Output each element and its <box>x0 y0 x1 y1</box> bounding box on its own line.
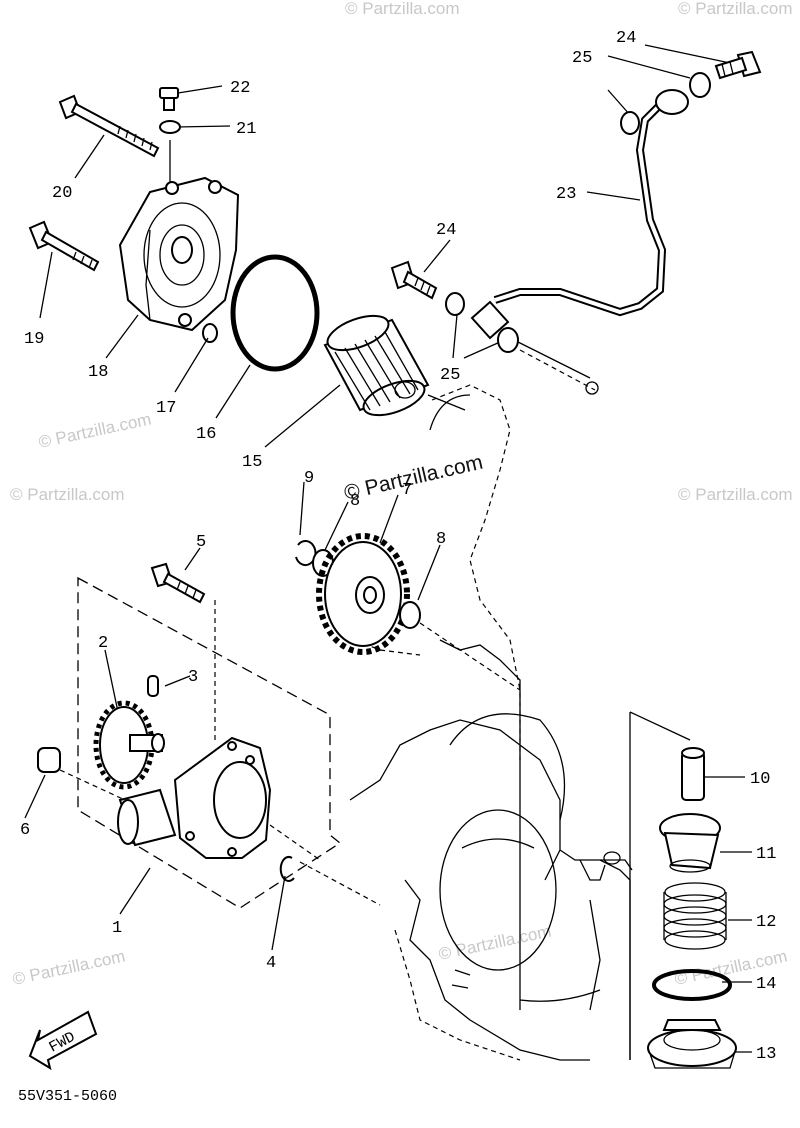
part-o-ring-17 <box>202 323 218 343</box>
leader-lines <box>24 44 752 1060</box>
callout-11: 11 <box>756 845 776 864</box>
watermark-text: © Partzilla.com <box>678 0 793 18</box>
part-gasket-25 <box>497 327 519 353</box>
part-o-ring-14 <box>652 969 732 1001</box>
part-gear-7 <box>316 533 410 655</box>
callout-24: 24 <box>616 29 636 48</box>
part-circlip-4 <box>279 855 295 882</box>
part-collar-10 <box>681 747 705 801</box>
callout-14: 14 <box>756 975 776 994</box>
callout-9: 9 <box>304 469 314 488</box>
callout-2: 2 <box>98 634 108 653</box>
callout-24: 24 <box>436 221 456 240</box>
part-oil-pipe-23 <box>470 89 689 340</box>
part-gear-2 <box>93 700 165 790</box>
callout-25: 25 <box>572 49 592 68</box>
watermark-text: © Partzilla.com <box>11 947 127 989</box>
part-bolt-22 <box>159 87 179 111</box>
callout-16: 16 <box>196 425 216 444</box>
part-pin-3 <box>147 675 159 697</box>
callout-8: 8 <box>350 492 360 511</box>
part-oil-filter-15 <box>323 314 430 417</box>
callout-8: 8 <box>436 530 446 549</box>
callout-12: 12 <box>756 913 776 932</box>
callout-22: 22 <box>230 79 250 98</box>
callout-labels: 1 2 3 4 5 6 7 8 8 9 10 11 12 13 14 15 16… <box>20 29 776 1064</box>
watermark-text: © Partzilla.com <box>678 485 793 504</box>
callout-13: 13 <box>756 1045 776 1064</box>
part-union-bolt-24 <box>714 50 762 80</box>
callout-25: 25 <box>440 366 460 385</box>
part-gasket-25 <box>620 111 640 135</box>
part-bolt-19 <box>28 220 100 272</box>
callout-21: 21 <box>236 120 256 139</box>
part-oil-pump-body <box>117 736 272 859</box>
part-dowel-6 <box>37 747 61 773</box>
watermark-text: © Partzilla.com <box>37 410 153 452</box>
part-washer-8 <box>399 601 421 629</box>
watermark-text: © Partzilla.com <box>345 0 460 18</box>
part-spring-12 <box>663 882 727 950</box>
part-gasket-25 <box>445 292 465 316</box>
callout-5: 5 <box>196 533 206 552</box>
fwd-arrow-icon: FWD <box>28 1010 98 1071</box>
part-long-bolt-20 <box>58 94 160 158</box>
callout-19: 19 <box>24 330 44 349</box>
part-gasket-25 <box>689 72 711 98</box>
callout-20: 20 <box>52 184 72 203</box>
part-plug-13 <box>647 1019 737 1069</box>
callout-1: 1 <box>112 919 122 938</box>
part-washer-21 <box>159 120 181 134</box>
callout-3: 3 <box>188 668 198 687</box>
watermark-center-text: © Partzilla.com <box>342 451 485 505</box>
part-bolt-5 <box>150 562 206 604</box>
callout-17: 17 <box>156 399 176 418</box>
crankcase-outline <box>349 384 633 1061</box>
diagram-code: 55V351-5060 <box>18 1088 117 1105</box>
callout-4: 4 <box>266 954 276 973</box>
part-o-ring-16 <box>230 254 320 372</box>
callout-18: 18 <box>88 363 108 382</box>
part-filter-cover-18 <box>118 176 240 332</box>
part-relief-cap-11 <box>659 813 721 873</box>
callout-10: 10 <box>750 770 770 789</box>
callout-15: 15 <box>242 453 262 472</box>
part-union-bolt-24 <box>390 260 438 300</box>
callout-7: 7 <box>402 481 412 500</box>
watermark-text: © Partzilla.com <box>10 485 125 504</box>
callout-6: 6 <box>20 821 30 840</box>
callout-23: 23 <box>556 185 576 204</box>
